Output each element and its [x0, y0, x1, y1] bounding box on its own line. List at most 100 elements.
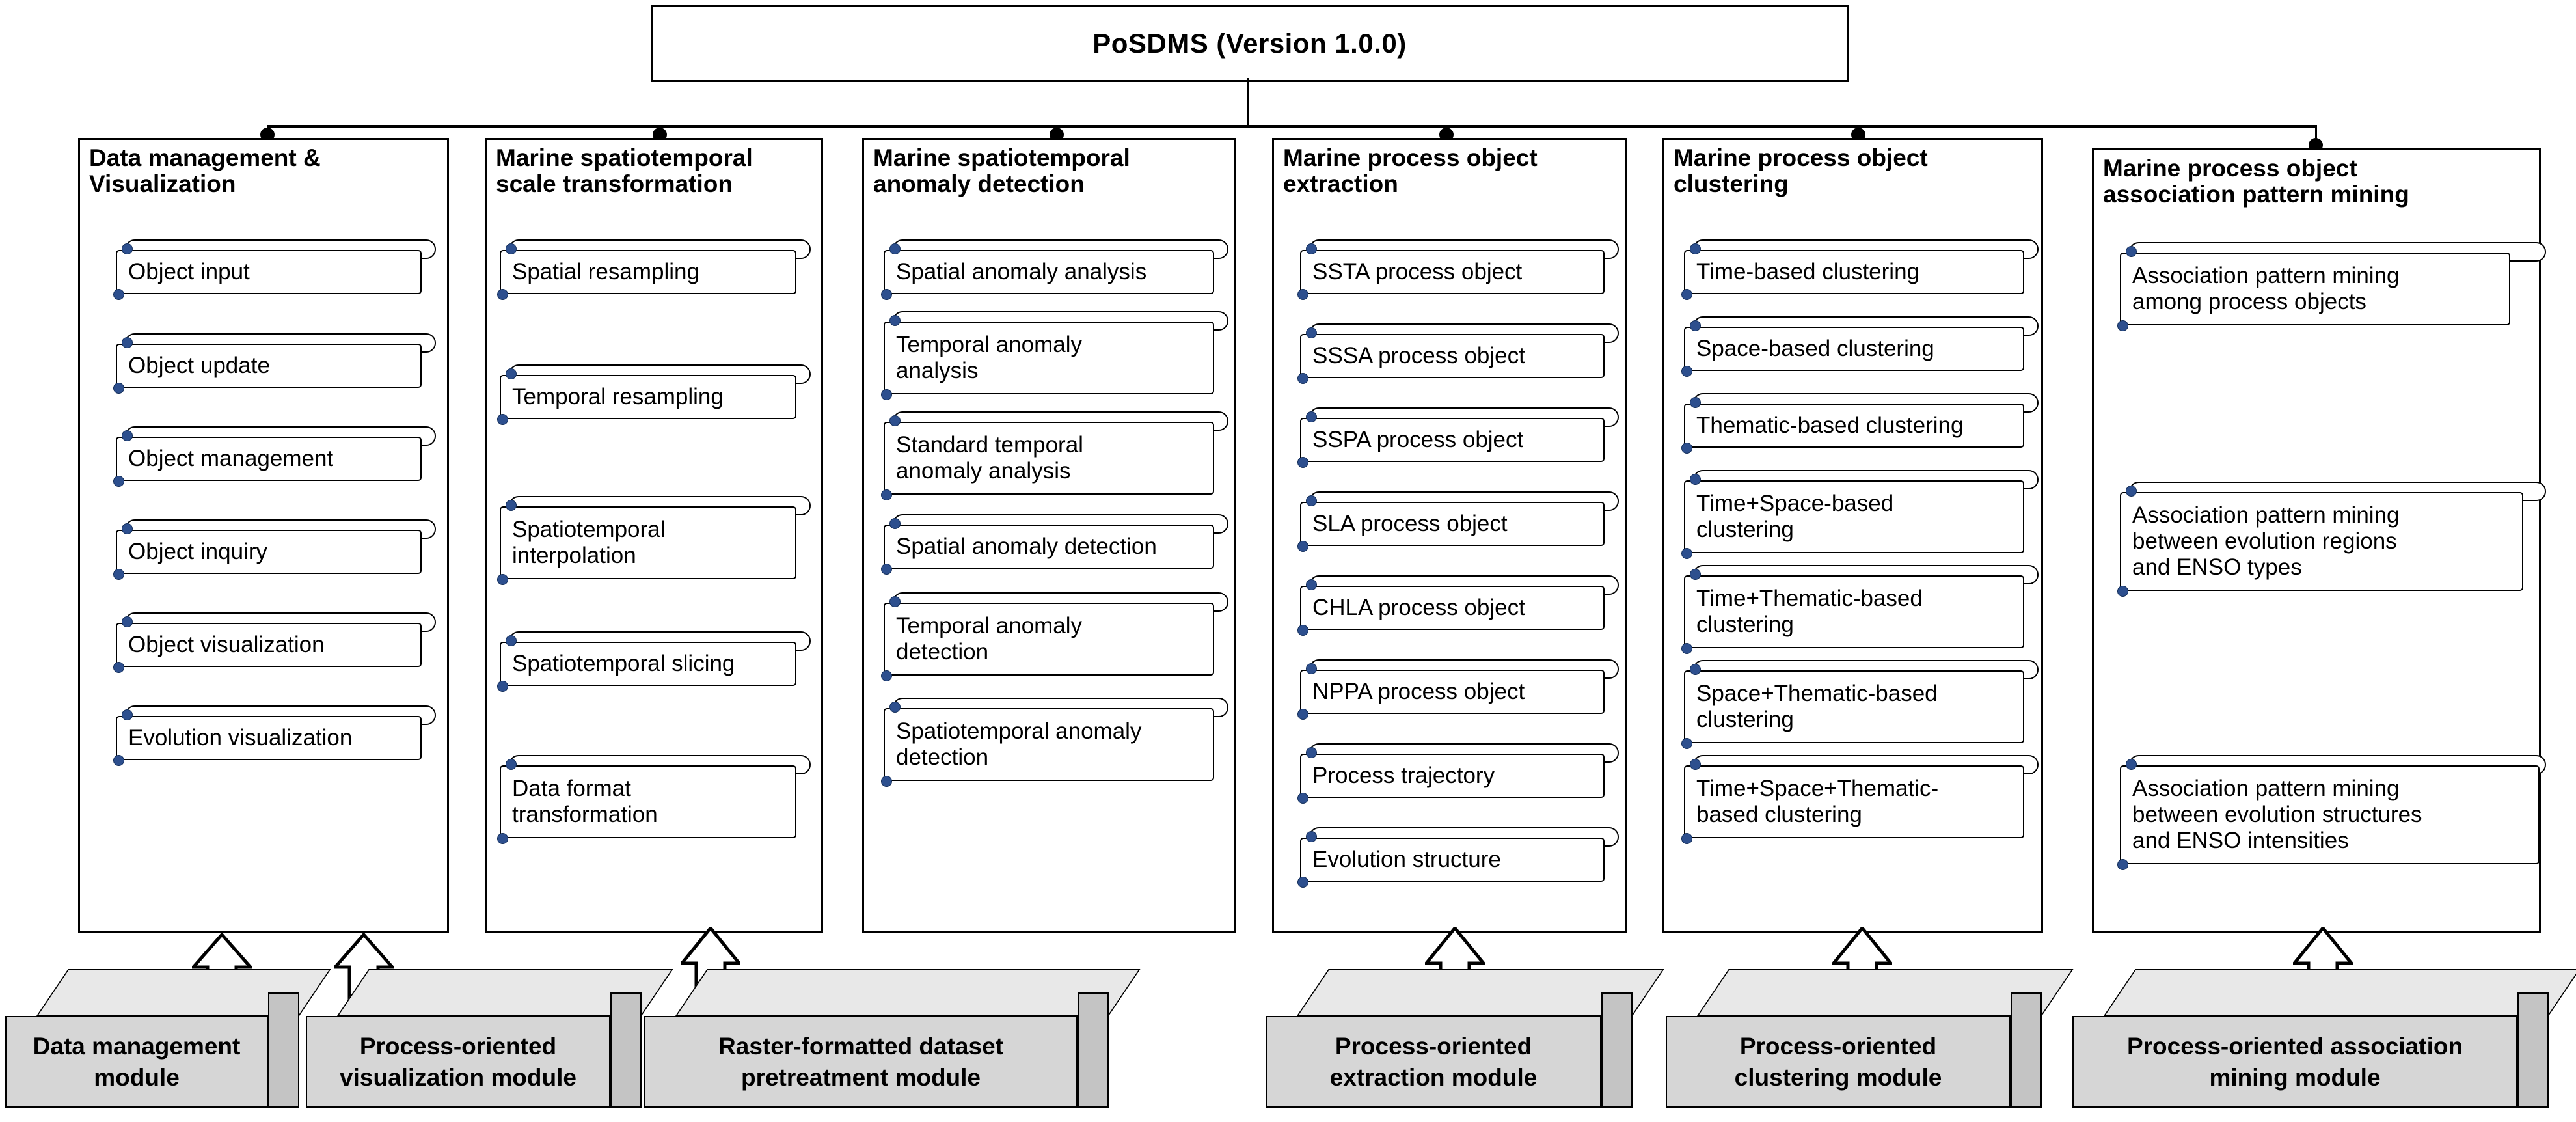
- item-label: Evolution visualization: [128, 725, 353, 751]
- card-front: Object management: [116, 437, 422, 481]
- anchor-dot-bottom: [2117, 320, 2128, 331]
- item-label: Spatial anomaly analysis: [896, 259, 1147, 285]
- card-front: Association pattern mining among process…: [2120, 253, 2510, 325]
- item-label: SSPA process object: [1312, 427, 1524, 453]
- block-front-face: Process-oriented extraction module: [1266, 1016, 1601, 1108]
- item-label: Time+Thematic-based clustering: [1696, 586, 1923, 637]
- anchor-dot-top: [2126, 486, 2137, 497]
- anchor-dot-bottom: [1297, 625, 1308, 636]
- card-front: Spatial resampling: [500, 250, 796, 294]
- anchor-dot-top: [1690, 320, 1701, 331]
- anchor-dot-bottom: [1681, 833, 1692, 844]
- anchor-dot-bottom: [1681, 548, 1692, 559]
- card-front: Spatiotemporal slicing: [500, 642, 796, 686]
- anchor-dot-top: [889, 596, 901, 607]
- anchor-dot-bottom: [1297, 709, 1308, 720]
- anchor-dot-bottom: [1297, 289, 1308, 300]
- block-side-face: [2517, 992, 2549, 1108]
- block-front-face: Process-oriented visualization module: [306, 1016, 610, 1108]
- implementation-module-block[interactable]: Data management module: [5, 969, 331, 1108]
- anchor-dot-top: [889, 243, 901, 254]
- anchor-dot-top: [889, 518, 901, 529]
- item-label: NPPA process object: [1312, 679, 1525, 705]
- anchor-dot-bottom: [1297, 877, 1308, 888]
- implementation-module-block[interactable]: Process-oriented association mining modu…: [2072, 969, 2576, 1108]
- module-label: Process-oriented visualization module: [340, 1033, 576, 1091]
- anchor-dot-bottom: [1297, 457, 1308, 468]
- anchor-dot-top: [1690, 664, 1701, 675]
- implementation-module-block[interactable]: Raster-formatted dataset pretreatment mo…: [644, 969, 1141, 1108]
- anchor-dot-bottom: [881, 776, 892, 787]
- anchor-dot-top: [1306, 411, 1317, 422]
- block-front-face: Raster-formatted dataset pretreatment mo…: [644, 1016, 1078, 1108]
- anchor-dot-top: [1306, 747, 1317, 758]
- anchor-dot-bottom: [113, 289, 124, 300]
- anchor-dot-top: [1306, 831, 1317, 842]
- item-label: Association pattern mining among process…: [2132, 263, 2400, 314]
- block-front-face: Process-oriented clustering module: [1666, 1016, 2011, 1108]
- module-label: Data management module: [33, 1033, 241, 1091]
- implementation-module-block[interactable]: Process-oriented visualization module: [306, 969, 673, 1108]
- item-label: CHLA process object: [1312, 595, 1525, 621]
- card-front: Association pattern mining between evolu…: [2120, 492, 2523, 591]
- anchor-dot-bottom: [113, 476, 124, 487]
- anchor-dot-top: [506, 368, 517, 379]
- anchor-dot-top: [889, 315, 901, 326]
- card-front: Time+Thematic-based clustering: [1684, 575, 2024, 648]
- anchor-dot-top: [1306, 663, 1317, 674]
- item-label: Time+Space+Thematic- based clustering: [1696, 776, 1939, 827]
- anchor-dot-top: [2126, 759, 2137, 770]
- anchor-dot-top: [889, 702, 901, 713]
- card-front: Evolution structure: [1300, 838, 1605, 882]
- implementation-module-block[interactable]: Process-oriented clustering module: [1666, 969, 2074, 1108]
- card-front: Standard temporal anomaly analysis: [884, 422, 1214, 495]
- card-front: Object update: [116, 344, 422, 388]
- card-front: Object visualization: [116, 623, 422, 667]
- implementation-module-block[interactable]: Process-oriented extraction module: [1266, 969, 1664, 1108]
- anchor-dot-bottom: [497, 833, 508, 844]
- module-label: Raster-formatted dataset pretreatment mo…: [718, 1033, 1003, 1091]
- card-front: SSTA process object: [1300, 250, 1605, 294]
- card-front: Evolution visualization: [116, 716, 422, 760]
- card-front: Thematic-based clustering: [1684, 404, 2024, 448]
- module-label: Process-oriented extraction module: [1329, 1033, 1538, 1091]
- card-front: Temporal resampling: [500, 375, 796, 419]
- module-label: Process-oriented association mining modu…: [2126, 1033, 2463, 1091]
- anchor-dot-bottom: [113, 755, 124, 766]
- anchor-dot-top: [506, 500, 517, 511]
- group-title-5: Marine process object clustering: [1674, 144, 1928, 197]
- module-label: Process-oriented clustering module: [1734, 1033, 1942, 1091]
- anchor-dot-top: [122, 337, 133, 348]
- item-label: Time+Space-based clustering: [1696, 491, 1894, 542]
- anchor-dot-top: [1690, 569, 1701, 580]
- card-front: Time-based clustering: [1684, 250, 2024, 294]
- block-front-face: Process-oriented association mining modu…: [2072, 1016, 2517, 1108]
- card-front: Process trajectory: [1300, 754, 1605, 798]
- card-front: Temporal anomaly detection: [884, 603, 1214, 676]
- anchor-dot-bottom: [881, 489, 892, 500]
- item-label: SSTA process object: [1312, 259, 1523, 285]
- group-title-2: Marine spatiotemporal scale transformati…: [496, 144, 753, 197]
- anchor-dot-bottom: [497, 574, 508, 585]
- anchor-dot-bottom: [2117, 859, 2128, 870]
- item-label: Spatial resampling: [512, 259, 699, 285]
- anchor-dot-bottom: [497, 414, 508, 425]
- item-label: Spatial anomaly detection: [896, 534, 1157, 560]
- anchor-dot-top: [889, 415, 901, 426]
- card-front: Time+Space-based clustering: [1684, 480, 2024, 553]
- card-front: Object input: [116, 250, 422, 294]
- card-front: CHLA process object: [1300, 586, 1605, 630]
- item-label: Process trajectory: [1312, 763, 1495, 789]
- anchor-dot-top: [1306, 327, 1317, 338]
- item-label: Association pattern mining between evolu…: [2132, 776, 2422, 853]
- anchor-dot-bottom: [881, 289, 892, 300]
- anchor-dot-bottom: [113, 569, 124, 580]
- card-front: Object inquiry: [116, 530, 422, 574]
- block-side-face: [610, 992, 642, 1108]
- anchor-dot-top: [1306, 495, 1317, 506]
- item-label: Data format transformation: [512, 776, 658, 827]
- anchor-dot-top: [506, 635, 517, 646]
- anchor-dot-top: [122, 430, 133, 441]
- anchor-dot-bottom: [2117, 586, 2128, 597]
